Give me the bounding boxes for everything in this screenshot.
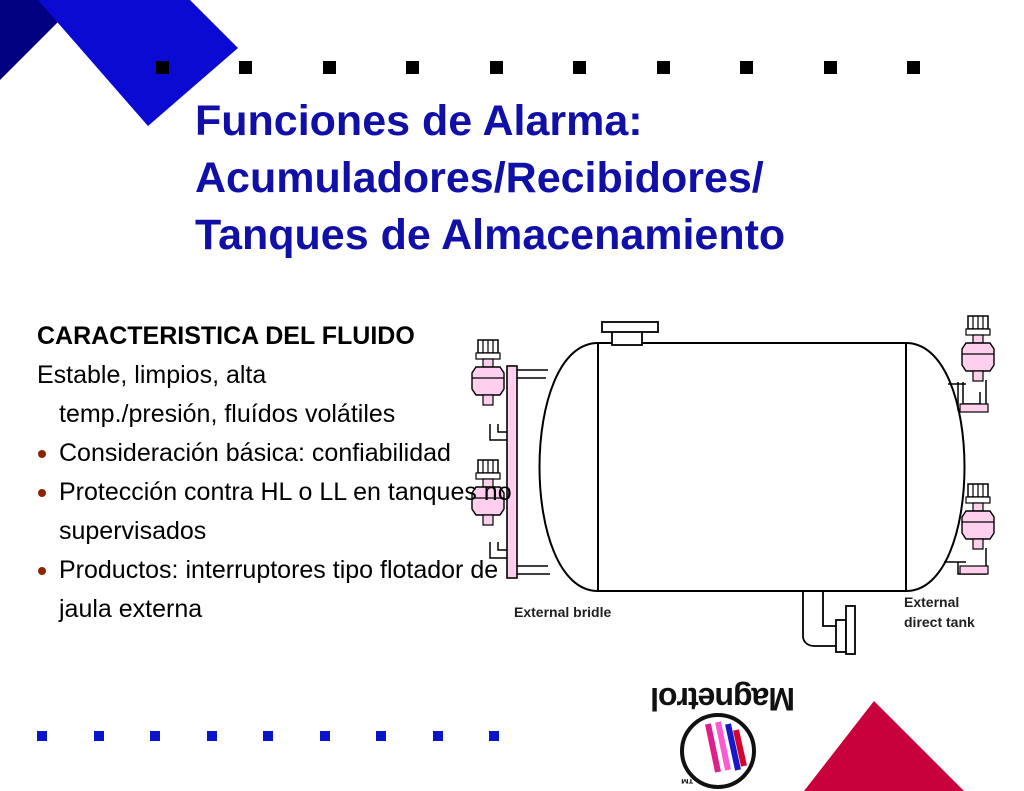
svg-text:™: ™ — [680, 771, 694, 787]
magnetrol-logo: Magnetrol ™ — [648, 674, 798, 791]
divider-dot — [319, 731, 330, 741]
intro-line: temp./presión, fluídos volátiles — [59, 400, 396, 428]
divider-dot — [376, 731, 386, 741]
logo-emblem-icon: ™ — [680, 713, 756, 789]
title-line: Funciones de Alarma: — [195, 97, 643, 145]
divider-dot — [156, 61, 169, 74]
divider-dot — [740, 61, 754, 74]
bullet-item: Protección contra HL o LL en tanques no … — [37, 473, 517, 551]
divider-dot — [322, 61, 336, 74]
label-external-direct-tank: direct tank — [904, 614, 975, 630]
divider-dot — [432, 731, 443, 741]
divider-dot — [573, 61, 587, 74]
bottom-dot-divider — [37, 731, 499, 741]
intro-line: Estable, limpios, alta — [37, 361, 267, 389]
float-switch — [961, 315, 995, 382]
divider-dot — [489, 61, 503, 74]
bullet-item: Consideración básica: confiabilidad — [37, 434, 517, 473]
corner-decoration-red — [804, 701, 964, 791]
fluid-characteristics: CARACTERISTICA DEL FLUIDO Estable, limpi… — [37, 317, 517, 629]
divider-dot — [906, 61, 920, 74]
divider-dot — [656, 61, 670, 74]
tank-shell — [538, 342, 966, 592]
bullet-list: Consideración básica: confiabilidad Prot… — [37, 434, 517, 629]
slide-title: Funciones de Alarma: Acumuladores/Recibi… — [195, 93, 785, 264]
label-external-direct-tank: External — [904, 594, 959, 610]
divider-dot — [406, 61, 420, 74]
title-line: Tanques de Almacenamiento — [195, 211, 786, 259]
divider-dot — [206, 731, 217, 741]
divider-dot — [150, 731, 160, 741]
bullet-item: Productos: interruptores tipo flotador d… — [37, 551, 517, 629]
title-line: Acumuladores/Recibidores/ — [195, 154, 764, 202]
top-dot-divider — [156, 61, 920, 74]
divider-dot — [37, 731, 47, 741]
intro-text: Estable, limpios, alta temp./presión, fl… — [37, 356, 517, 434]
corner-decoration-blue — [0, 0, 238, 126]
section-heading: CARACTERISTICA DEL FLUIDO — [37, 322, 415, 350]
label-external-bridle: External bridle — [514, 604, 611, 620]
divider-dot — [823, 61, 837, 74]
divider-dot — [489, 731, 499, 741]
divider-dot — [93, 731, 104, 741]
float-switch — [961, 483, 995, 550]
divider-dot — [239, 61, 253, 74]
divider-dot — [263, 731, 273, 741]
